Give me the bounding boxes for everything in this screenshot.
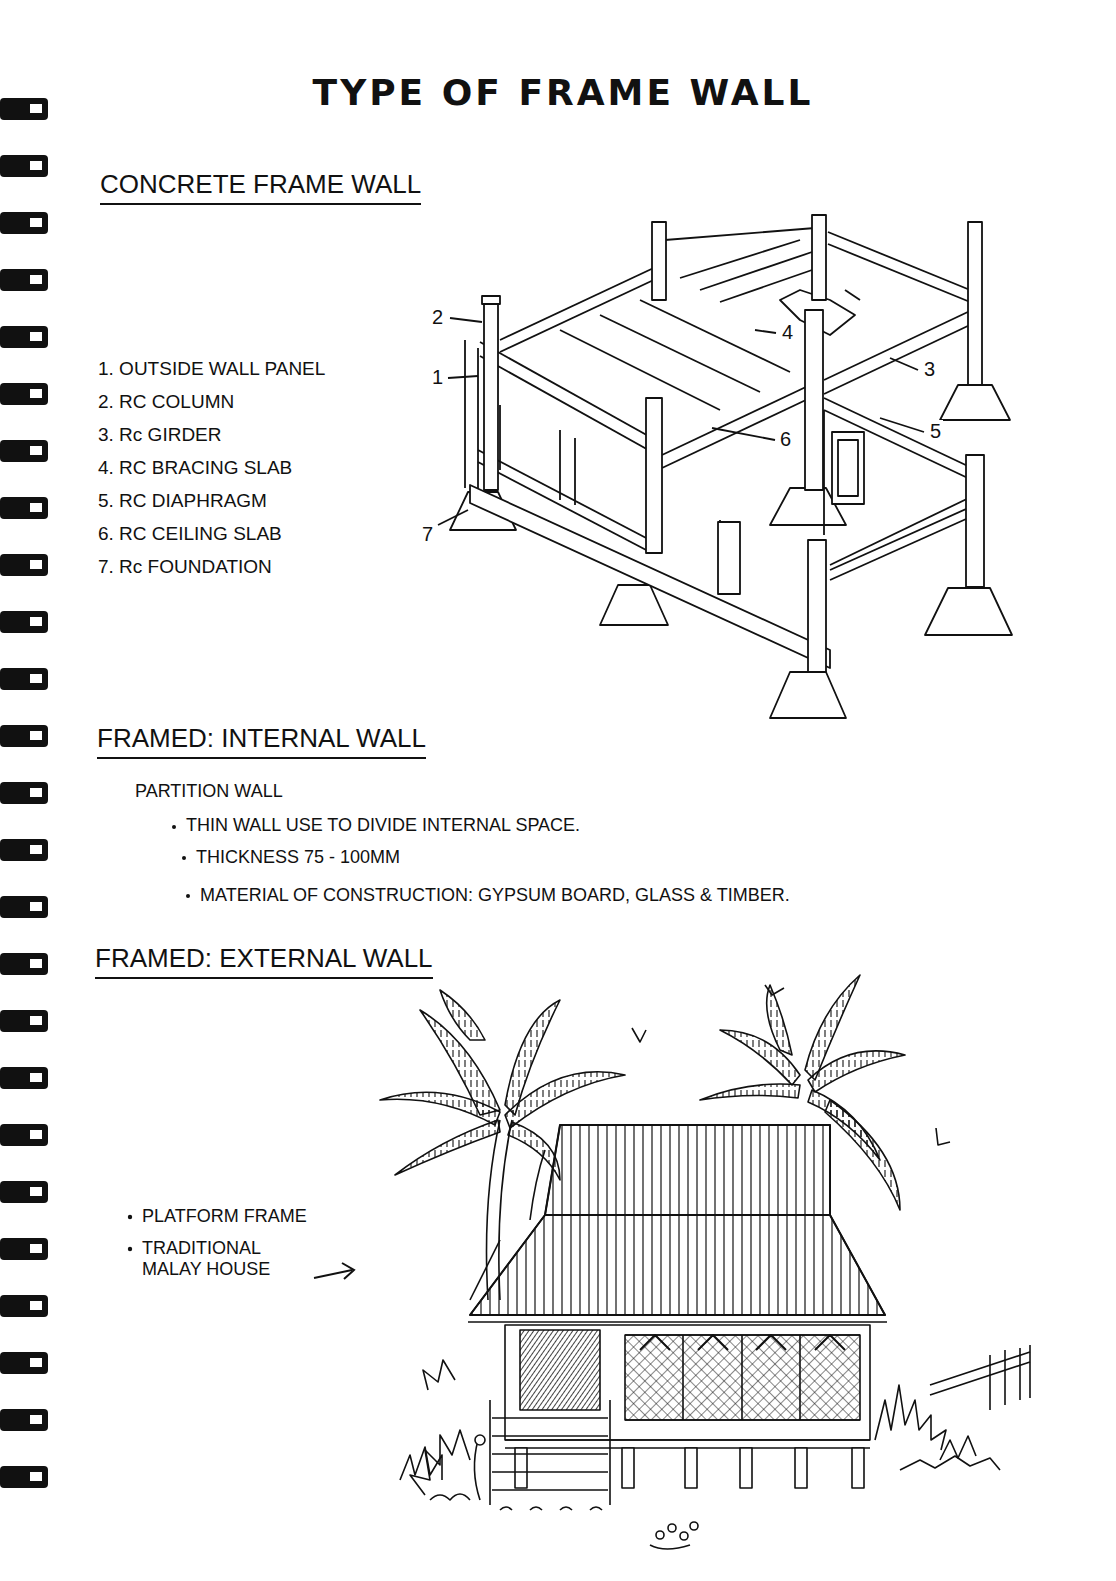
legend-item: 3. Rc GIRDER — [98, 424, 222, 446]
legend-item: 2. RC COLUMN — [98, 391, 234, 413]
note-text: THICKNESS 75 - 100MM — [196, 847, 400, 868]
legend-item: 6. RC CEILING SLAB — [98, 523, 282, 545]
callout-number: 2 — [430, 306, 445, 329]
pointer-arrow — [314, 1263, 354, 1279]
bullet-dots — [128, 825, 190, 1251]
callout-number: 1 — [430, 366, 445, 389]
callout-number: 6 — [778, 428, 793, 451]
note-text: THIN WALL USE TO DIVIDE INTERNAL SPACE. — [186, 815, 580, 836]
page-title: TYPE OF FRAME WALL — [313, 72, 814, 113]
legend-item: 5. RC DIAPHRAGM — [98, 490, 267, 512]
legend-item: 1. OUTSIDE WALL PANEL — [98, 358, 325, 380]
section-heading: CONCRETE FRAME WALL — [100, 170, 421, 205]
legend-item: 4. RC BRACING SLAB — [98, 457, 292, 479]
sub-heading: PARTITION WALL — [135, 781, 283, 802]
callout-number: 7 — [420, 523, 435, 546]
legend-item: 7. Rc FOUNDATION — [98, 556, 272, 578]
note-text: PLATFORM FRAME — [142, 1206, 307, 1227]
callout-number: 4 — [780, 321, 795, 344]
callout-number: 3 — [922, 358, 937, 381]
spiral-binding — [0, 92, 50, 1492]
note-text: TRADITIONAL MALAY HOUSE — [142, 1238, 292, 1279]
malay-house-drawing — [380, 975, 1030, 1549]
section-heading: FRAMED: INTERNAL WALL — [97, 724, 426, 759]
callout-number: 5 — [928, 420, 943, 443]
concrete-frame-drawing — [438, 215, 1012, 718]
note-text: MATERIAL OF CONSTRUCTION: GYPSUM BOARD, … — [200, 885, 790, 906]
section-heading: FRAMED: EXTERNAL WALL — [95, 944, 433, 979]
